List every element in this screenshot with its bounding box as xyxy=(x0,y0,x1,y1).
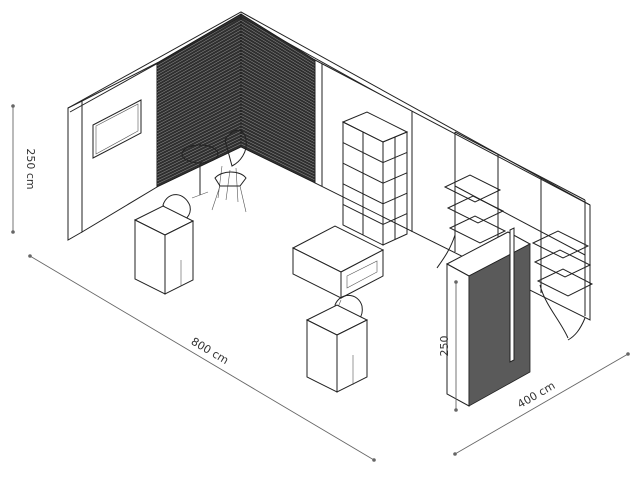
slat-line xyxy=(156,35,242,84)
slat-line xyxy=(240,58,316,102)
slat-line xyxy=(156,26,242,76)
slat-line xyxy=(156,121,242,164)
slat-line xyxy=(156,89,242,135)
partition-dimension: 250 xyxy=(438,280,458,412)
slat-line xyxy=(240,80,316,122)
slat-line xyxy=(240,96,316,137)
height-label: 250 cm xyxy=(24,148,37,189)
slatted-back-wall xyxy=(156,13,316,188)
slat-line xyxy=(240,99,316,140)
slat-line xyxy=(240,35,316,81)
reception-counter-left xyxy=(133,194,195,295)
slat-line xyxy=(240,61,316,105)
slat-line xyxy=(240,29,316,75)
slat-line xyxy=(156,23,242,73)
slat-line xyxy=(156,118,242,161)
slat-line xyxy=(240,73,316,116)
central-display-box xyxy=(291,225,385,313)
slat-line xyxy=(240,16,316,64)
slat-line xyxy=(156,48,242,96)
slat-line xyxy=(156,96,242,140)
slat-line xyxy=(156,92,242,138)
slat-line xyxy=(156,20,242,70)
slat-line xyxy=(240,32,316,78)
slat-line xyxy=(240,48,316,93)
slat-line xyxy=(156,58,242,105)
slat-line xyxy=(240,121,316,160)
slat-line xyxy=(240,42,316,87)
slat-line xyxy=(240,54,316,99)
depth-label: 400 cm xyxy=(515,379,557,411)
slat-line xyxy=(240,83,316,125)
tv-screen xyxy=(92,99,142,159)
slat-line xyxy=(240,77,316,119)
slat-line xyxy=(156,130,242,173)
left-end-wall xyxy=(67,62,158,241)
slat-line xyxy=(240,89,316,131)
height-dimension: 250 cm xyxy=(11,104,37,234)
slat-line xyxy=(240,86,316,128)
slat-line xyxy=(240,102,316,143)
slat-line xyxy=(156,137,242,179)
slat-line xyxy=(240,108,316,149)
slat-line xyxy=(156,115,242,158)
slat-line xyxy=(156,77,242,123)
slat-line xyxy=(156,70,242,117)
slat-line xyxy=(156,42,242,90)
slat-line xyxy=(156,67,242,114)
slat-line xyxy=(156,80,242,126)
slat-line xyxy=(240,23,316,69)
slat-line xyxy=(156,99,242,143)
slat-line xyxy=(156,127,242,170)
slat-line xyxy=(240,70,316,113)
slat-line xyxy=(156,64,242,111)
slat-line xyxy=(156,39,242,87)
slat-line xyxy=(156,124,242,167)
slat-line xyxy=(156,61,242,108)
slat-line xyxy=(156,54,242,102)
slat-line xyxy=(240,64,316,108)
slat-line xyxy=(156,108,242,152)
slat-line xyxy=(240,67,316,111)
slat-line xyxy=(156,73,242,120)
slat-line xyxy=(240,140,316,178)
reception-counter-right xyxy=(305,294,369,393)
slat-line xyxy=(240,45,316,90)
slat-line xyxy=(156,29,242,78)
slat-line xyxy=(156,83,242,129)
slat-line xyxy=(240,137,316,175)
slat-line xyxy=(156,86,242,132)
slat-line xyxy=(240,26,316,72)
bistro-chairs xyxy=(211,129,247,213)
slat-line xyxy=(240,134,316,172)
slat-line xyxy=(156,32,242,81)
cube-display-shelf xyxy=(341,111,409,246)
partition-label: 250 xyxy=(438,336,451,357)
storage-partition xyxy=(445,227,532,407)
slat-line xyxy=(240,124,316,163)
slat-line xyxy=(240,118,316,157)
slat-line xyxy=(240,127,316,166)
slat-line xyxy=(240,130,316,169)
bistro-table xyxy=(181,144,219,199)
slat-line xyxy=(156,143,242,185)
slat-line xyxy=(156,111,242,155)
wall-shelves xyxy=(436,174,594,341)
slat-line xyxy=(240,115,316,154)
slat-line xyxy=(240,20,316,67)
slat-line xyxy=(156,102,242,146)
slat-line xyxy=(240,39,316,84)
slat-line xyxy=(156,134,242,176)
slat-line xyxy=(240,105,316,146)
slat-line xyxy=(240,92,316,134)
slat-line xyxy=(240,143,316,181)
slat-line xyxy=(240,51,316,96)
slat-line xyxy=(240,111,316,152)
slat-line xyxy=(156,105,242,149)
slat-line xyxy=(156,51,242,99)
slat-line xyxy=(156,45,242,93)
